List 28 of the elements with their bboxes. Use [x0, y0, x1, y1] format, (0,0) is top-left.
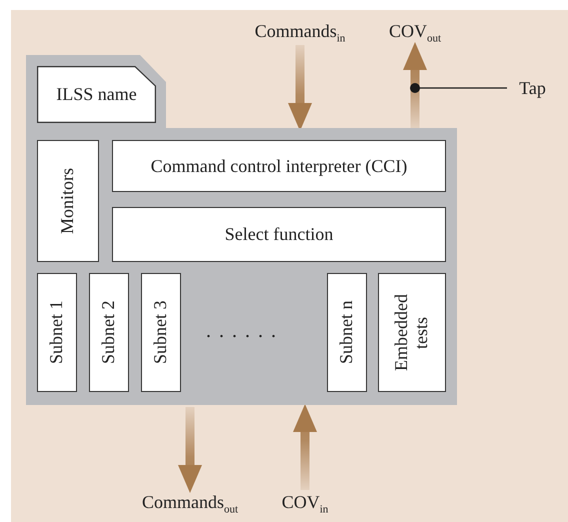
- node-label: Monitors: [58, 167, 78, 236]
- node-label: Subnet 1: [47, 300, 67, 366]
- node-label: Subnet n: [337, 300, 357, 366]
- process-box: [141, 273, 181, 392]
- process-box: [112, 207, 446, 262]
- node-label: Select function: [224, 224, 334, 245]
- node-label: ILSS name: [56, 84, 137, 105]
- flow-arrow: [288, 45, 312, 131]
- flow-label: COV$_{out}$: [380, 19, 450, 43]
- flow-label: Commands$_{out}$: [125, 490, 255, 514]
- node-label: Embedded tests: [392, 293, 432, 373]
- process-box: [37, 140, 99, 262]
- node-label: Subnet 3: [151, 300, 171, 366]
- flow-arrow: [293, 404, 317, 490]
- leader-line: [410, 83, 507, 93]
- flow-label: Commands$_{in}$: [240, 19, 360, 43]
- process-box: [327, 273, 367, 392]
- process-box: [112, 140, 446, 192]
- flow-label: Tap: [510, 76, 555, 100]
- node-label: Subnet 2: [99, 300, 119, 366]
- process-box: [37, 273, 77, 392]
- flow-arrow: [403, 42, 427, 128]
- flow-label: COV$_{in}$: [270, 490, 340, 514]
- ellipsis-label: ......: [206, 320, 284, 343]
- flow-arrow: [178, 407, 202, 493]
- node-label: Command control interpreter (CCI): [150, 156, 408, 176]
- process-box: [89, 273, 129, 392]
- process-box: [378, 273, 446, 392]
